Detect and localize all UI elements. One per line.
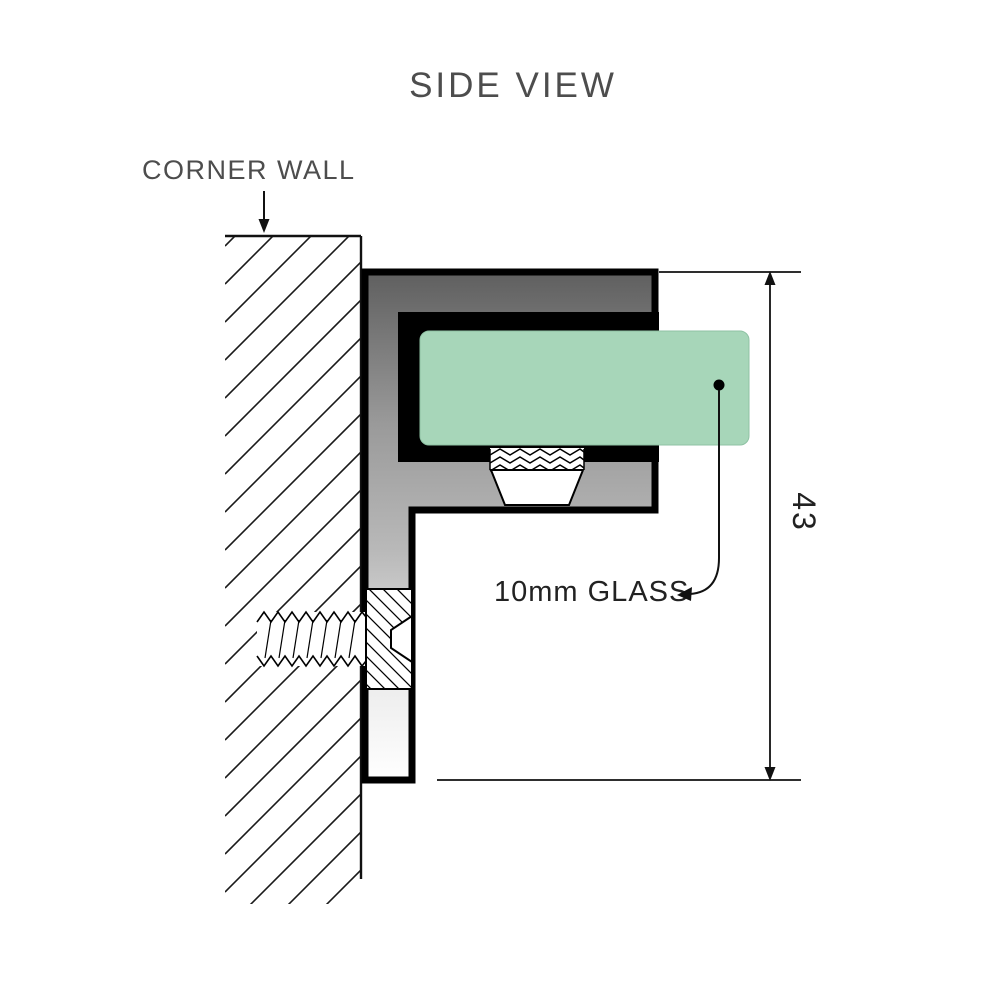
down-arrow-icon <box>258 219 270 233</box>
glass-panel <box>419 330 750 446</box>
corner-wall-label: CORNER WALL <box>142 155 356 185</box>
dimension-arrow-down-icon <box>764 767 776 781</box>
dimension-arrow-up-icon <box>764 271 776 285</box>
wall-screw-head <box>365 588 413 690</box>
glass-label: 10mm GLASS <box>494 576 689 608</box>
corner-wall-arrow <box>258 191 270 233</box>
wall-hatching <box>225 236 361 904</box>
wall-screw-shaft <box>256 610 367 668</box>
leader-dot-icon <box>713 379 725 391</box>
leader-arrow-icon <box>677 587 692 601</box>
glass-leader <box>677 379 725 601</box>
screw-socket-icon <box>390 614 413 664</box>
grub-screw <box>489 448 585 506</box>
dimension-value: 43 <box>786 492 822 532</box>
wall-outline <box>225 234 363 879</box>
page-title: SIDE VIEW <box>409 66 617 105</box>
dimension-43 <box>437 271 801 781</box>
